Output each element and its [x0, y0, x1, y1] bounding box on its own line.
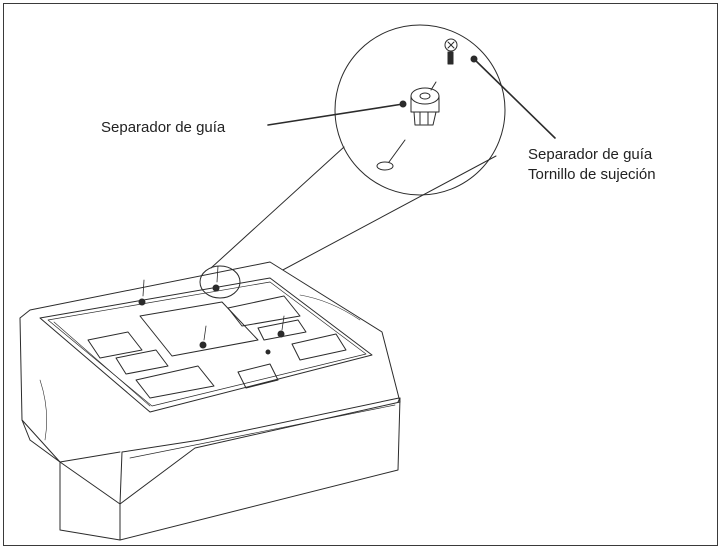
spacer-screw-label-line2: Tornillo de sujeción — [528, 166, 656, 183]
projection-line-left — [210, 146, 345, 269]
detail-locator-circle — [199, 265, 241, 299]
washer-axis-line — [388, 139, 406, 163]
callout-dot-screw — [470, 55, 478, 63]
callout-line-screw — [473, 58, 556, 139]
screw-icon — [444, 38, 458, 65]
washer-icon — [376, 161, 394, 171]
spacer-screw-label-line1: Separador de guía — [528, 146, 653, 163]
spacer-callout-label: Separador de guía — [101, 119, 226, 136]
callout-dot-spacer — [399, 100, 407, 108]
spacer-screw-callout-label: Separador de guía Tornillo de sujeción — [528, 145, 656, 185]
callout-line-spacer — [267, 103, 404, 126]
mounting-screws — [142, 265, 285, 341]
guide-spacer-icon — [410, 81, 440, 126]
zoom-detail-circle — [334, 24, 506, 196]
tv-back-panel — [39, 277, 373, 413]
